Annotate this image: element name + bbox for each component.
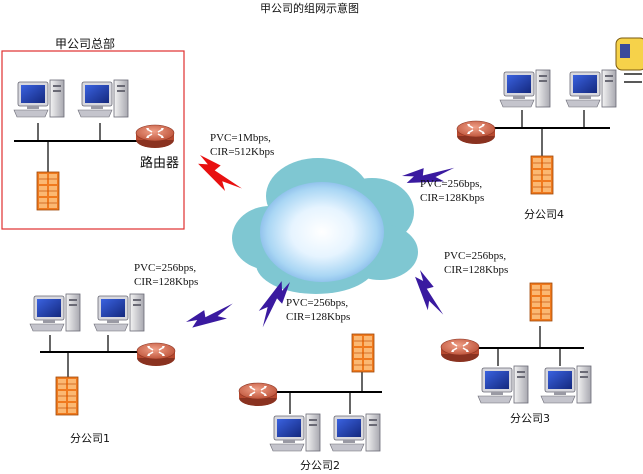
branch-3-router-icon — [440, 338, 480, 363]
branch-4-router-icon — [456, 120, 496, 145]
branch-4-link-cir-label: CIR=128Kbps — [420, 192, 485, 204]
branch-3-lightning-link-icon — [403, 270, 457, 320]
branch-2-network — [238, 333, 382, 452]
branch-4-link-pvc-label: PVC=256bps, — [420, 178, 483, 190]
headquarters-box — [1, 50, 185, 230]
branch-3-pc-1 — [477, 365, 529, 404]
hq-pc-2 — [77, 79, 129, 118]
branch-1-router-icon — [136, 342, 176, 367]
branch-3-network — [440, 282, 592, 404]
branch-4-server-icon — [530, 155, 554, 195]
hq-router-icon — [135, 124, 175, 149]
branch-2-router-icon — [238, 382, 278, 407]
headquarters-network — [13, 79, 175, 211]
branch-3-name: 分公司3 — [510, 412, 550, 425]
branch-1-server-icon — [55, 376, 79, 416]
branch-3-pc-2 — [540, 365, 592, 404]
branch-1-pc-1 — [29, 293, 81, 332]
branch-3-server-icon — [529, 282, 553, 322]
branch-1-name: 分公司1 — [70, 432, 110, 445]
hq-router-label: 路由器 — [140, 156, 180, 171]
decorative-figure-icon — [615, 37, 643, 83]
branch-2-pc-1 — [269, 413, 321, 452]
hq-link-cir-label: CIR=512Kbps — [210, 146, 275, 158]
branch-4-network — [456, 69, 617, 195]
headquarters-label: 甲公司总部 — [55, 37, 116, 51]
frame-relay-cloud-icon — [232, 158, 418, 294]
branch-1-lightning-link-icon — [186, 288, 237, 341]
branch-2-pc-2 — [329, 413, 381, 452]
branch-4-pc-1 — [499, 69, 551, 108]
branch-2-link-cir-label: CIR=128Kbps — [286, 311, 351, 323]
page-title: 甲公司的组网示意图 — [260, 2, 359, 15]
hq-lightning-link-icon — [193, 155, 247, 195]
branch-1-pc-2 — [93, 293, 145, 332]
branch-3-link-cir-label: CIR=128Kbps — [444, 264, 509, 276]
hq-pc-1 — [13, 79, 65, 118]
hq-server-icon — [36, 171, 60, 211]
hq-link-pvc-label: PVC=1Mbps, — [210, 132, 271, 144]
branch-2-link-pvc-label: PVC=256bps, — [286, 297, 349, 309]
branch-1-link-pvc-label: PVC=256bps, — [134, 262, 197, 274]
branch-3-link-pvc-label: PVC=256bps, — [444, 250, 507, 262]
branch-2-name: 分公司2 — [300, 459, 340, 472]
branch-1-link-cir-label: CIR=128Kbps — [134, 276, 199, 288]
branch-2-server-icon — [351, 333, 375, 373]
branch-1-network — [29, 293, 176, 416]
branch-4-pc-2 — [565, 69, 617, 108]
branch-4-name: 分公司4 — [524, 208, 564, 221]
